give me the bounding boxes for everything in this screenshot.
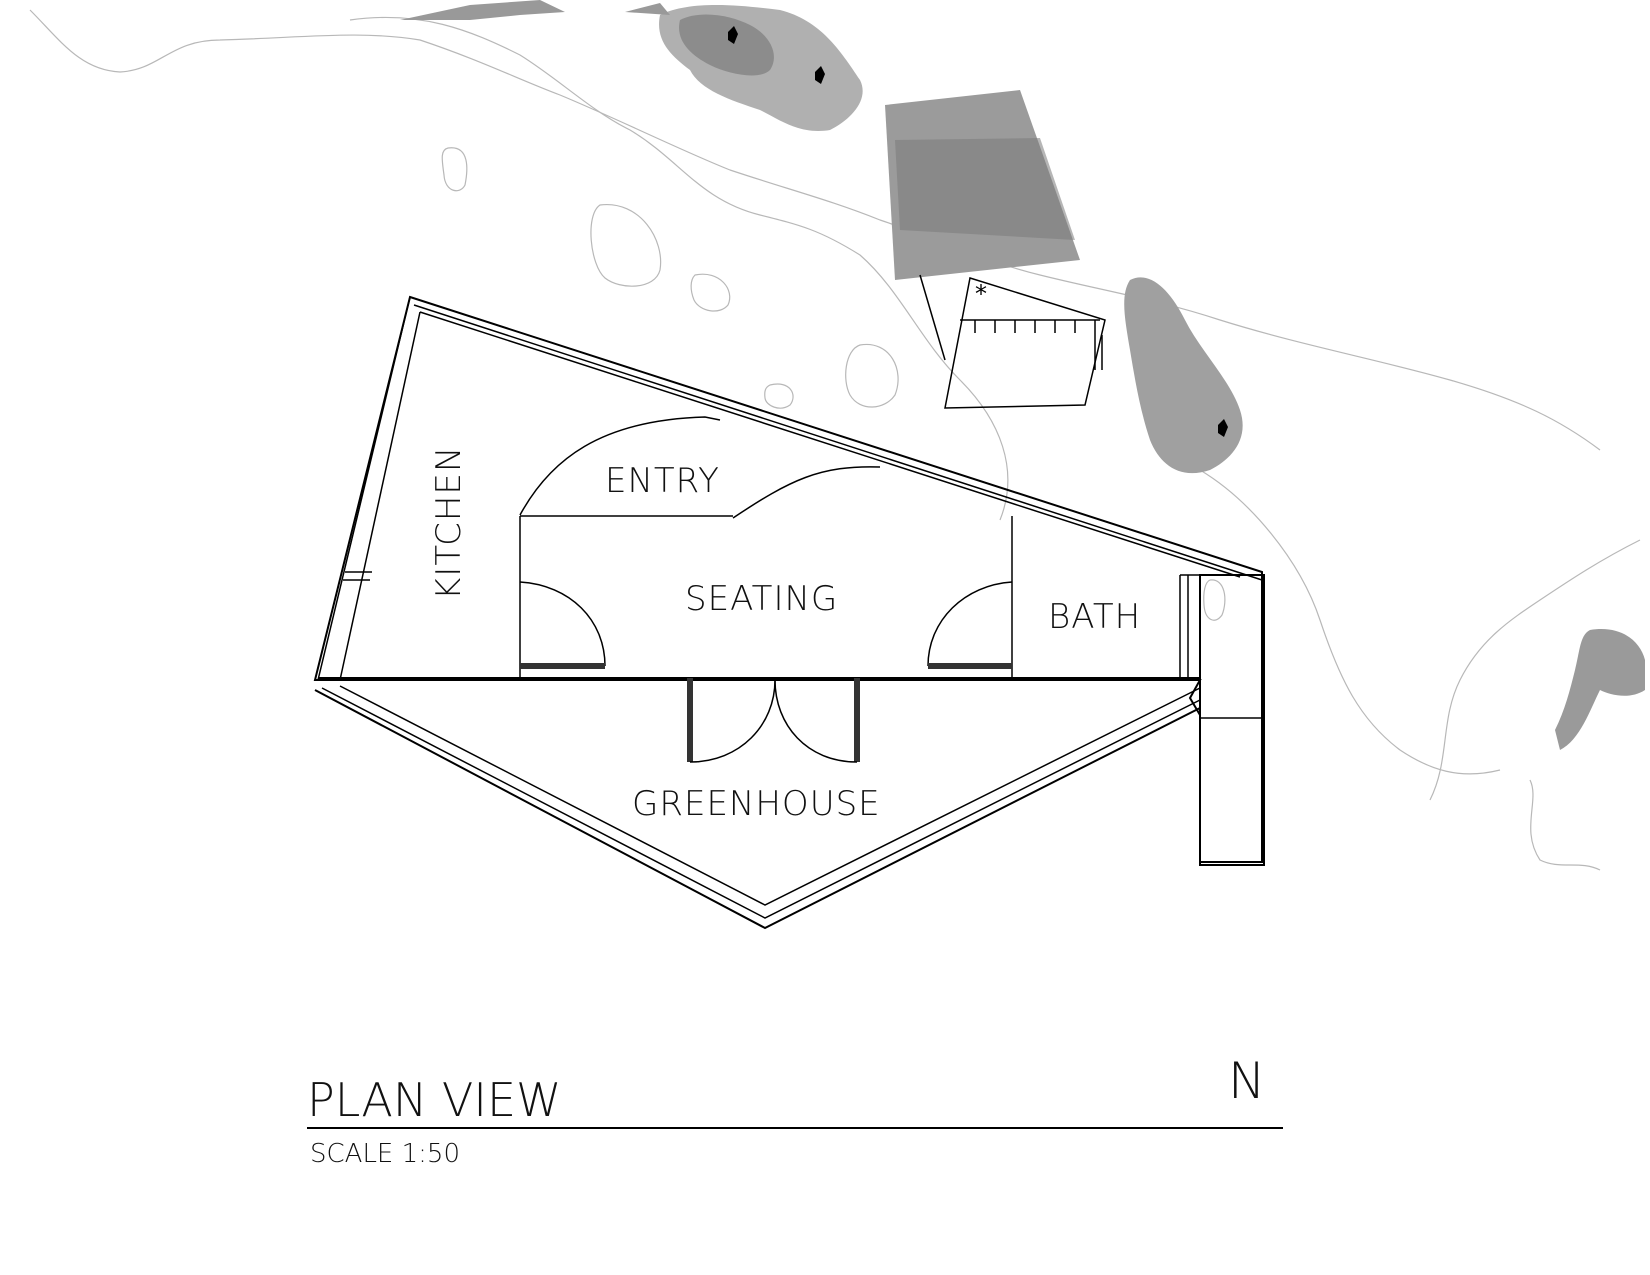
greenhouse-door-right-swing	[774, 679, 858, 763]
topo-pond	[1203, 579, 1226, 621]
tree-canopy	[679, 14, 774, 76]
plan-scale: SCALE 1:50	[310, 1139, 460, 1169]
plan-title: PLAN VIEW	[307, 1073, 562, 1127]
topo-line	[349, 16, 1009, 521]
topo-pond	[764, 383, 794, 409]
greenhouse-wall-3	[339, 685, 1201, 906]
room-label-bath: BATH	[1048, 597, 1141, 637]
entry-curve-2	[732, 466, 881, 519]
shrub	[1555, 629, 1645, 750]
topo-pond	[441, 147, 468, 192]
tree-trunk	[815, 66, 825, 84]
bath-tank	[1199, 574, 1265, 866]
building-plan	[313, 295, 1265, 930]
topo-lines	[29, 9, 1641, 871]
kitchen-outer-wall-2	[317, 296, 411, 681]
upper-wall-line-3	[419, 311, 1241, 578]
greenhouse-outer-wall	[314, 689, 1201, 930]
rock-outcrop	[625, 3, 670, 15]
deck-rail-posts	[974, 320, 1103, 370]
upper-wall-line-2	[413, 304, 1263, 581]
seating-door-right-swing	[927, 581, 1013, 667]
rock-outcrop	[400, 0, 565, 20]
topo-line	[1529, 779, 1601, 871]
north-label: N	[1228, 1052, 1265, 1110]
upper-outer-wall	[313, 295, 1263, 863]
greenhouse-door-left-swing	[689, 679, 776, 763]
deck-outline	[944, 277, 1106, 409]
topo-pond	[845, 343, 899, 408]
ramp-shading-dark	[895, 138, 1075, 240]
room-label-seating: SEATING	[685, 579, 838, 619]
greenhouse-wall-2	[321, 687, 1201, 919]
tree-canopy	[1124, 277, 1243, 474]
kitchen-outer-wall-3	[339, 311, 421, 681]
topo-line	[1429, 539, 1641, 801]
deck-structure: *	[885, 90, 1106, 409]
ramp-edge	[919, 274, 946, 361]
room-label-kitchen: KITCHEN	[429, 446, 469, 600]
room-label-greenhouse: GREENHOUSE	[632, 784, 881, 824]
asterisk-marker: *	[975, 280, 987, 308]
room-label-entry: ENTRY	[605, 461, 720, 501]
topo-line	[1199, 469, 1501, 775]
tree-trunk	[728, 26, 738, 44]
topo-line	[29, 9, 1601, 451]
topo-pond	[690, 273, 731, 312]
seating-door-left-swing	[519, 581, 606, 667]
entry-curve	[519, 416, 721, 516]
vegetation	[400, 0, 1645, 750]
topo-pond	[590, 204, 662, 287]
tree-trunk	[1218, 419, 1228, 437]
